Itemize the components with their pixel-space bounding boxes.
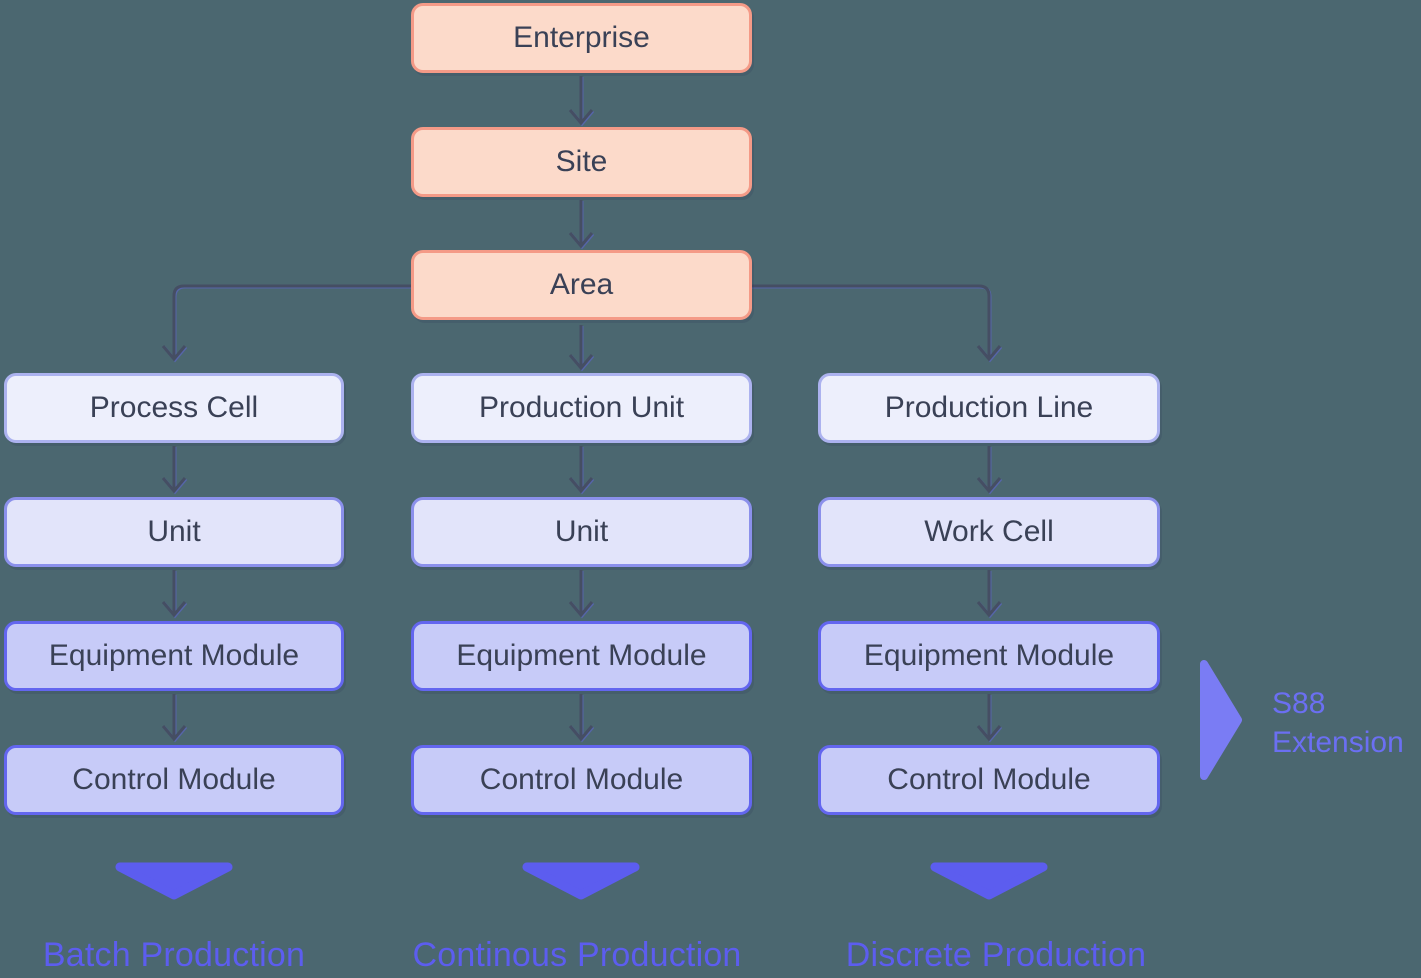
arrow-down-connector bbox=[976, 570, 1002, 618]
arrow-down-connector bbox=[568, 694, 594, 742]
arrow-down-connector bbox=[161, 446, 187, 494]
production-type-continuous: Continous Production bbox=[412, 936, 742, 974]
node-equipment-module-batch: Equipment Module bbox=[4, 621, 344, 691]
node-control-module-batch: Control Module bbox=[4, 745, 344, 815]
node-production-line: Production Line bbox=[818, 373, 1160, 443]
down-triangle-icon bbox=[522, 862, 640, 900]
arrow-down-connector bbox=[976, 694, 1002, 742]
s88-extension-label: S88 Extension bbox=[1272, 687, 1404, 759]
node-equipment-module-continuous: Equipment Module bbox=[411, 621, 752, 691]
arrow-down-connector bbox=[568, 325, 594, 371]
node-control-module-discrete: Control Module bbox=[818, 745, 1160, 815]
elbow-connector-left bbox=[161, 284, 411, 362]
node-unit-batch: Unit bbox=[4, 497, 344, 567]
node-production-unit: Production Unit bbox=[411, 373, 752, 443]
down-triangle-icon bbox=[115, 862, 233, 900]
arrow-down-connector bbox=[161, 694, 187, 742]
arrow-down-connector bbox=[976, 446, 1002, 494]
arrow-down-connector bbox=[568, 446, 594, 494]
node-process-cell: Process Cell bbox=[4, 373, 344, 443]
node-equipment-module-discrete: Equipment Module bbox=[818, 621, 1160, 691]
node-unit-continuous: Unit bbox=[411, 497, 752, 567]
arrow-down-connector bbox=[568, 200, 594, 249]
s88-arrow-icon bbox=[1200, 660, 1242, 780]
elbow-connector-right bbox=[751, 284, 1002, 362]
arrow-down-connector bbox=[568, 570, 594, 618]
node-control-module-continuous: Control Module bbox=[411, 745, 752, 815]
node-work-cell: Work Cell bbox=[818, 497, 1160, 567]
arrow-down-connector bbox=[161, 570, 187, 618]
down-triangle-icon bbox=[930, 862, 1048, 900]
node-site: Site bbox=[411, 127, 752, 197]
node-area: Area bbox=[411, 250, 752, 320]
node-enterprise: Enterprise bbox=[411, 3, 752, 73]
arrow-down-connector bbox=[568, 76, 594, 126]
production-type-batch: Batch Production bbox=[42, 936, 306, 974]
production-type-discrete: Discrete Production bbox=[845, 936, 1147, 974]
